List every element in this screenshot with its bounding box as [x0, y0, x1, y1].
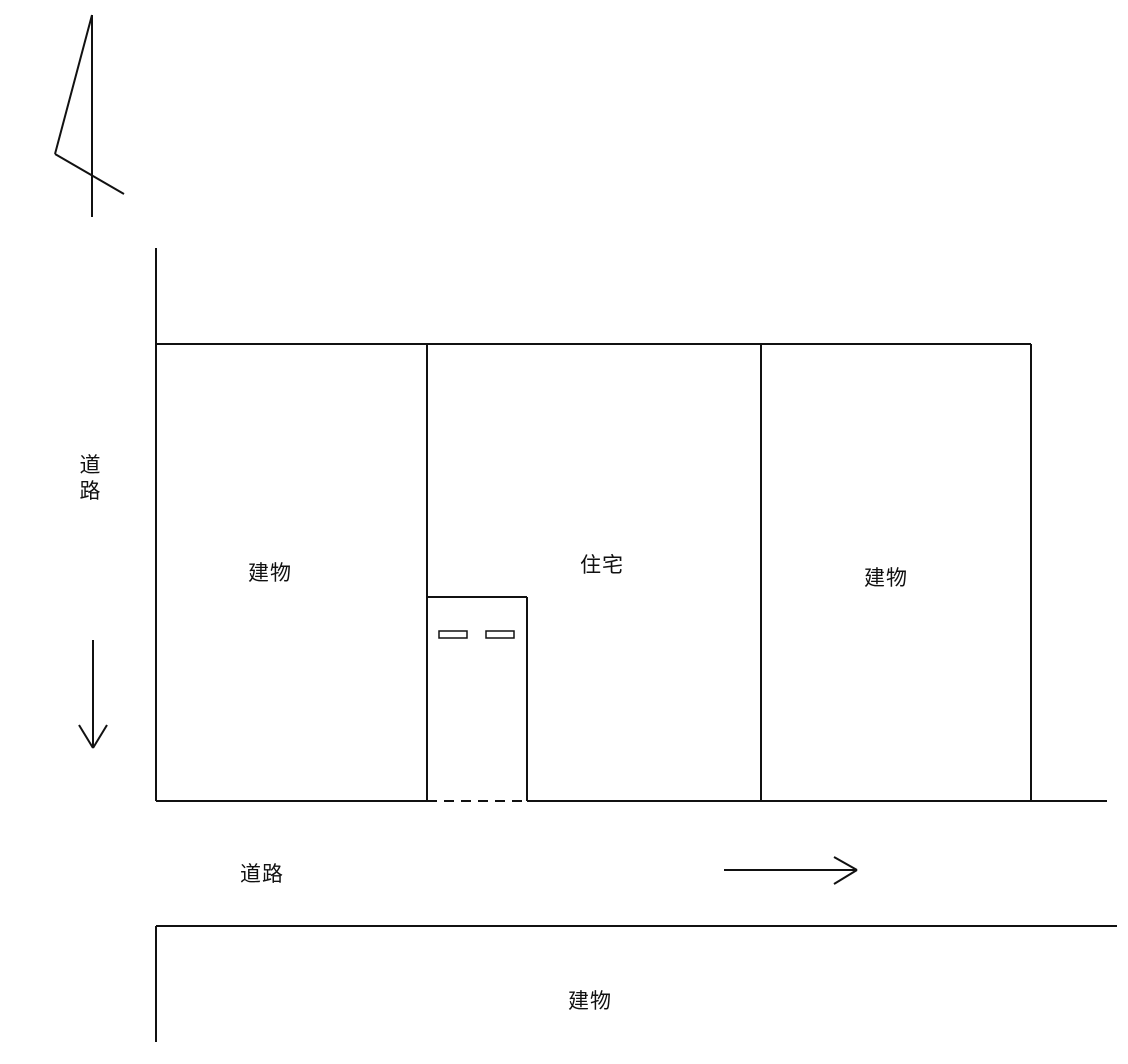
parking-area — [427, 596, 528, 801]
opposite-building-label: 建物 — [568, 989, 612, 1013]
north-arrow-icon — [54, 14, 125, 217]
parking-marker-icon — [438, 630, 515, 639]
house-label: 住宅 — [580, 553, 624, 577]
arrow-down-icon — [78, 640, 108, 749]
arrow-right-icon — [724, 856, 858, 885]
right-building-label: 建物 — [864, 566, 908, 590]
left-road-label: 道路 — [79, 453, 101, 503]
opposite-building-outline — [155, 925, 1117, 1042]
bottom-road-label: 道路 — [240, 862, 284, 886]
left-building-label: 建物 — [248, 561, 292, 585]
